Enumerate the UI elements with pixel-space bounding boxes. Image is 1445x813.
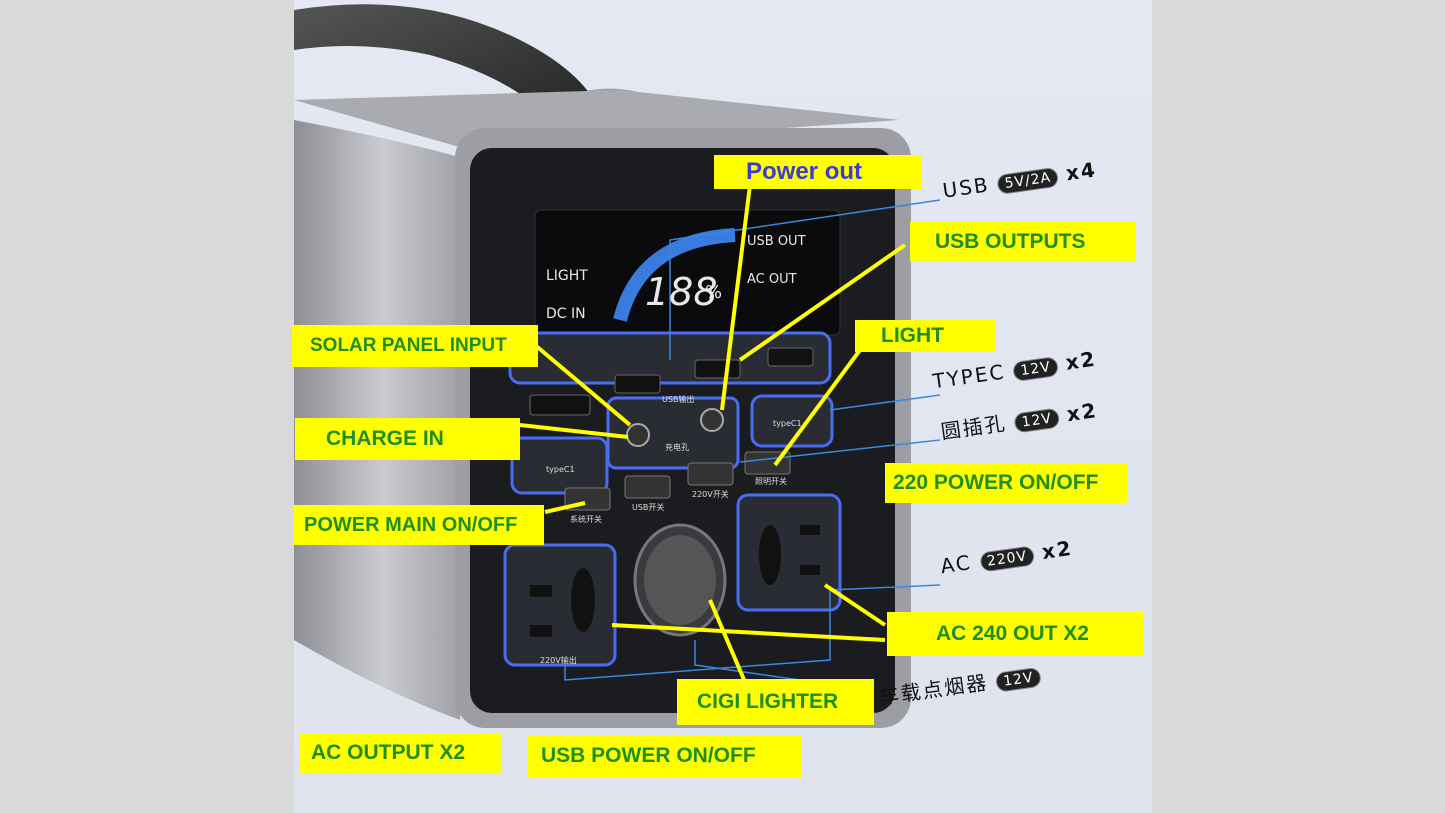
typec-left-port: [510, 436, 609, 495]
label-usb-outputs: USB OUTPUTS: [910, 222, 1136, 262]
lcd-dcin-label: DC IN: [546, 306, 586, 322]
spec-typec-count: x2: [1064, 346, 1098, 375]
spec-usb-count: x4: [1064, 157, 1099, 186]
lcd-percent-unit: %: [705, 282, 722, 303]
label-220-power-onoff: 220 POWER ON/OFF: [885, 463, 1127, 503]
spec-ac-name: AC: [938, 550, 974, 579]
v220-switch-tag: 220V开关: [692, 489, 729, 499]
charge-port-tag: 充电孔: [665, 442, 689, 452]
left-margin: [0, 0, 294, 813]
label-ac-output: AC OUTPUT X2: [300, 733, 502, 773]
spec-round-rating: 12V: [1013, 407, 1061, 434]
right-margin: [1152, 0, 1445, 813]
label-cigi-lighter: CIGI LIGHTER: [677, 679, 874, 725]
label-solar-panel-input: SOLAR PANEL INPUT: [292, 325, 538, 367]
ac-left-tag: 220V输出: [540, 655, 577, 665]
typec-left-tag: typeC1: [546, 465, 575, 474]
label-light: LIGHT: [855, 320, 995, 352]
spec-ac-count: x2: [1040, 535, 1075, 564]
typec-right-tag: typeC1: [773, 419, 802, 428]
charge-port-right: [700, 408, 724, 432]
spec-car-rating: 12V: [995, 666, 1042, 693]
typec-right-port: [750, 394, 834, 448]
handle: [294, 4, 600, 131]
lcd-usbout-label: USB OUT: [747, 234, 806, 249]
main-switch-tag: 系统开关: [570, 514, 602, 524]
lcd-acout-label: AC OUT: [747, 272, 797, 287]
usb-switch: [624, 475, 671, 499]
label-usb-power-onoff: USB POWER ON/OFF: [527, 735, 802, 777]
label-power-out: Power out: [714, 155, 922, 189]
spec-round-count: x2: [1065, 398, 1100, 427]
body-side: [294, 50, 470, 720]
lcd-gauge-arc: [613, 228, 736, 322]
usb-output-tag: USB输出: [662, 394, 694, 404]
ac-outlet-right: [736, 493, 842, 612]
label-power-main-onoff: POWER MAIN ON/OFF: [294, 505, 544, 545]
body-top: [294, 90, 900, 150]
label-ac-240-out: AC 240 OUT X2: [887, 612, 1143, 656]
usb-switch-tag: USB开关: [632, 502, 664, 512]
light-switch-tag: 照明开关: [755, 476, 787, 486]
label-charge-in: CHARGE IN: [295, 418, 520, 460]
lcd-light-label: LIGHT: [546, 268, 588, 284]
lcd-percent-value: 188: [645, 270, 718, 314]
v220-switch: [687, 462, 734, 486]
